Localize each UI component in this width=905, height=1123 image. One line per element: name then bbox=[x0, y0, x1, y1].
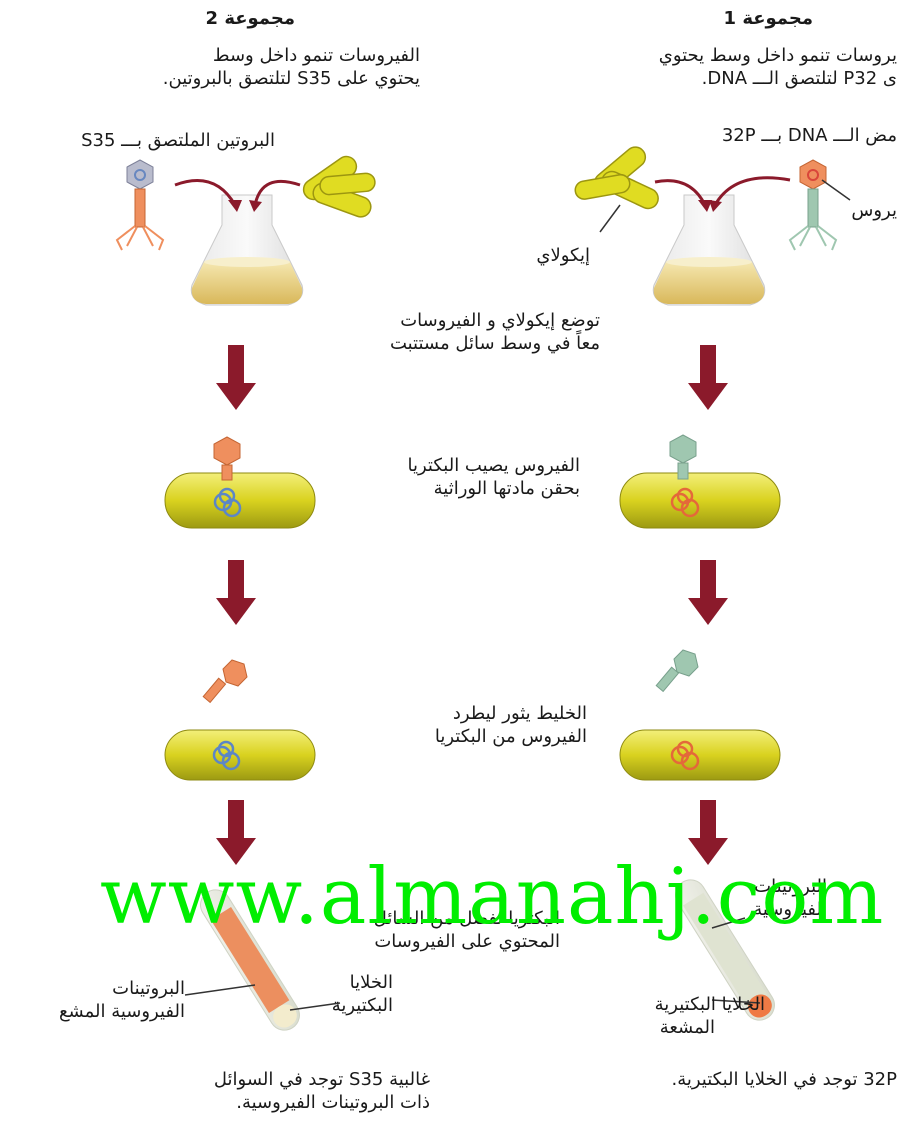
bacterium-right-infected bbox=[620, 473, 780, 528]
group2-result-line1: غالبية S35 توجد في السوائل bbox=[214, 1069, 430, 1091]
step-mix-line1: توضع إيكولاي و الفيروسات bbox=[400, 310, 600, 332]
group2-result-line2: ذات البروتينات الفيروسية. bbox=[236, 1092, 430, 1114]
group1-result: 32P توجد في الخلايا البكتيرية. bbox=[671, 1069, 897, 1091]
group1-description-line2: ى P32 لتلتصق الـــ DNA. bbox=[702, 68, 897, 90]
phage-s35-icon bbox=[117, 160, 163, 250]
step-blend-line1: الخليط يثور ليطرد bbox=[453, 703, 587, 725]
group2-protein-label-line2: الفيروسية المشع bbox=[59, 1001, 185, 1023]
ecoli-pointer bbox=[600, 205, 620, 232]
group2-heading: مجموعة 2 bbox=[206, 8, 295, 30]
phage-p32-icon bbox=[790, 160, 850, 250]
watermark: www.almanahj.com bbox=[100, 852, 900, 942]
virus-label: يروس bbox=[851, 200, 897, 222]
group2-cells-label-line1: الخلايا bbox=[350, 972, 393, 994]
bacterium-left-blended bbox=[165, 730, 315, 780]
group2-protein-label-line1: البروتينات bbox=[112, 978, 185, 1000]
group1-heading: مجموعة 1 bbox=[724, 8, 813, 30]
protein-s35-label: البروتين الملتصق بـــ S35 bbox=[81, 130, 275, 152]
detached-phage-left bbox=[203, 660, 247, 702]
group2-description-line1: الفيروسات تنمو داخل وسط bbox=[213, 45, 420, 67]
ecoli-cluster-left bbox=[300, 153, 376, 220]
step-infect-line1: الفيروس يصيب البكتريا bbox=[407, 455, 580, 477]
group2-cells-label-line2: البكتيرية bbox=[332, 995, 393, 1017]
group2-description-line2: يحتوي على S35 لتلتصق بالبروتين. bbox=[163, 68, 420, 90]
group1-cells-label-line2: المشعة bbox=[660, 1017, 715, 1039]
dna-label: مض الـــ DNA بـــ 32P bbox=[722, 125, 897, 147]
bacterium-right-blended bbox=[620, 730, 780, 780]
flask-right bbox=[653, 195, 764, 305]
group1-description-line1: يروسات تنمو داخل وسط يحتوي bbox=[659, 45, 897, 67]
ecoli-label: إيكولاي bbox=[536, 245, 590, 267]
phage-right-attached bbox=[670, 435, 696, 479]
group1-cells-label-line1: الخلايا البكتيرية bbox=[655, 994, 765, 1016]
flask-left bbox=[191, 195, 302, 305]
step-infect-line2: بحقن مادتها الوراثية bbox=[434, 478, 580, 500]
bacterium-left-infected bbox=[165, 473, 315, 528]
step-mix-line2: معاً في وسط سائل مستتبت bbox=[390, 333, 600, 355]
detached-phage-right bbox=[656, 650, 698, 691]
ecoli-cluster-right bbox=[574, 143, 662, 212]
step-blend-line2: الفيروس من البكتريا bbox=[435, 726, 587, 748]
down-arrow-icon bbox=[216, 345, 728, 865]
